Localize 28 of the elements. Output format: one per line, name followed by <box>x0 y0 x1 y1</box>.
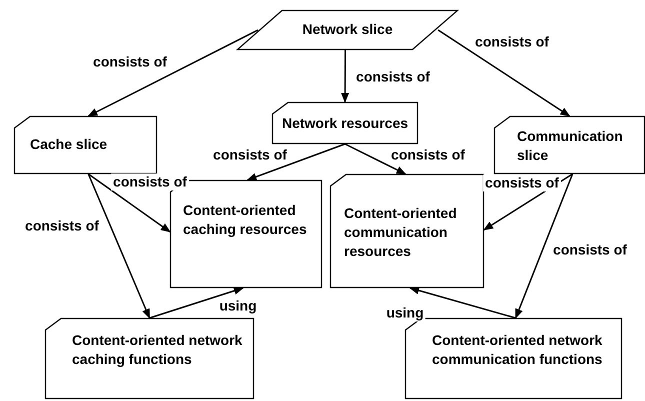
node-text: Content-oriented communication resources <box>344 204 458 261</box>
arrow <box>88 174 150 319</box>
node-text: Network resources <box>282 114 408 133</box>
node-text: Communication slice <box>517 127 624 165</box>
edge-label: consists of <box>111 174 189 190</box>
arrow <box>149 286 244 319</box>
arrow <box>246 143 346 181</box>
process-box <box>45 318 254 399</box>
arrow <box>409 286 516 319</box>
node-text: Content-oriented network communication functions <box>432 331 604 369</box>
node-text: Network slice <box>302 20 393 39</box>
arrow <box>344 143 406 175</box>
process-box <box>14 116 157 174</box>
arrow <box>438 29 570 117</box>
process-box <box>494 116 645 174</box>
node-text: Cache slice <box>30 135 108 154</box>
edge-label: using <box>217 298 259 314</box>
arrow <box>341 50 350 103</box>
edge-label: consists of <box>483 174 561 192</box>
process-box <box>330 174 484 288</box>
arrow <box>514 174 574 319</box>
arrow <box>87 29 258 117</box>
edge-label: using <box>384 304 426 322</box>
node-text: Content-oriented network caching functions <box>72 331 244 369</box>
node-text: Content-oriented caching resources <box>183 201 308 239</box>
data-parallelogram <box>237 10 458 50</box>
process-box <box>272 102 418 144</box>
arrow <box>88 173 171 232</box>
